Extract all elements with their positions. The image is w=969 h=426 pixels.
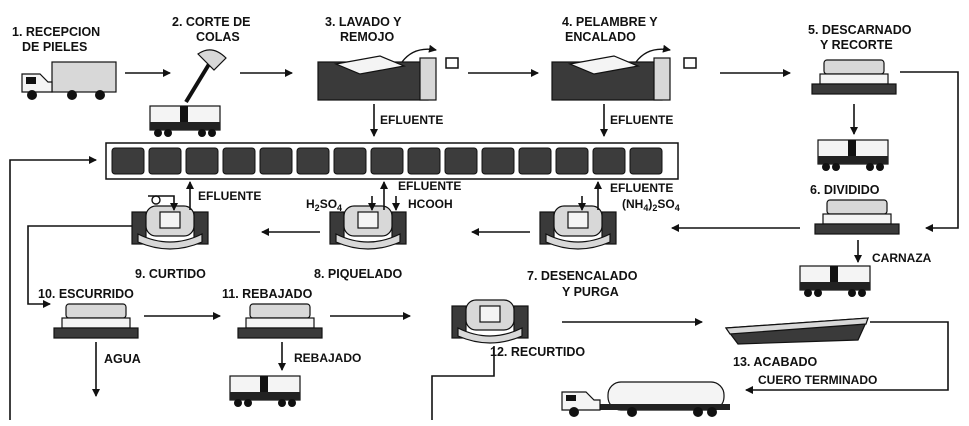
splitting-machine-icon bbox=[814, 199, 900, 235]
step-13-finishing: 13. ACABADO bbox=[724, 317, 869, 369]
step-3-label-line2: REMOJO bbox=[340, 30, 394, 44]
efluente-label-4: EFLUENTE bbox=[610, 113, 673, 127]
collector-cell bbox=[370, 147, 404, 175]
step-4-label-line1: 4. PELAMBRE Y bbox=[562, 15, 658, 29]
collector-cell bbox=[148, 147, 182, 175]
chem-h2so4: H2SO4 bbox=[306, 197, 342, 213]
washing-tank-icon bbox=[317, 44, 459, 101]
step-10-label: 10. ESCURRIDO bbox=[38, 287, 134, 301]
chem-hcooh: HCOOH bbox=[408, 197, 453, 211]
collector-cell bbox=[259, 147, 293, 175]
step-9-tanning: EFLUENTE 9. CURTIDO bbox=[131, 181, 261, 281]
agua-label: AGUA bbox=[104, 352, 141, 366]
step-11-label: 11. REBAJADO bbox=[222, 287, 313, 301]
collector-cell bbox=[555, 147, 589, 175]
collector-cell bbox=[296, 147, 330, 175]
step-1-reception: 1. RECEPCION DE PIELES bbox=[12, 25, 117, 100]
step-7-label-line2: Y PURGA bbox=[562, 285, 619, 299]
step-3-washing-soaking: 3. LAVADO Y REMOJO EFLUENTE bbox=[317, 15, 459, 137]
carnaza-label: CARNAZA bbox=[872, 251, 932, 265]
step-7-deliming-bating: EFLUENTE (NH4)2SO4 7. DESENCALADO Y PURG… bbox=[527, 181, 680, 299]
efluente-label-8: EFLUENTE bbox=[398, 179, 461, 193]
collector-cell bbox=[222, 147, 256, 175]
step-7-label-line1: 7. DESENCALADO bbox=[527, 269, 638, 283]
waste-trailer-icon-2 bbox=[149, 105, 221, 138]
collector-cell bbox=[629, 147, 663, 175]
deliming-drum-icon bbox=[539, 205, 617, 250]
step-10-sammying: 10. ESCURRIDO AGUA bbox=[38, 287, 141, 397]
collector-cell bbox=[185, 147, 219, 175]
delivery-truck-icon bbox=[21, 61, 117, 100]
carnaza-trailer-icon bbox=[799, 265, 871, 298]
cuero-terminado-label: CUERO TERMINADO bbox=[758, 373, 877, 387]
shaving-machine-icon bbox=[237, 303, 323, 339]
waste-trailer-icon-5 bbox=[817, 139, 889, 172]
collector-cell bbox=[407, 147, 441, 175]
step-6-label: 6. DIVIDIDO bbox=[810, 183, 880, 197]
step-2-tail-cutting: 2. CORTE DE COLAS bbox=[149, 15, 251, 138]
liming-tank-icon bbox=[551, 44, 697, 101]
step-12-retanning: 12. RECURTIDO bbox=[451, 299, 585, 359]
step-2-label-line2: COLAS bbox=[196, 30, 240, 44]
step-1-label-line1: 1. RECEPCION bbox=[12, 25, 100, 39]
sammying-machine-icon bbox=[53, 303, 139, 339]
step-11-shaving: 11. REBAJADO REBAJADO bbox=[222, 287, 361, 408]
efluente-label-7: EFLUENTE bbox=[610, 181, 673, 195]
axe-icon bbox=[184, 49, 227, 104]
step-4-label-line2: ENCALADO bbox=[565, 30, 636, 44]
step-8-pickling: EFLUENTE H2SO4 HCOOH 8. PIQUELADO bbox=[306, 179, 461, 281]
step-13-label: 13. ACABADO bbox=[733, 355, 818, 369]
collector-cell bbox=[592, 147, 626, 175]
fleshing-machine-icon bbox=[811, 59, 897, 95]
retanning-drum-icon bbox=[451, 299, 529, 344]
chem-nh4so4: (NH4)2SO4 bbox=[622, 197, 680, 213]
efluente-label-3: EFLUENTE bbox=[380, 113, 443, 127]
collector-cells bbox=[111, 147, 663, 175]
step-9-label: 9. CURTIDO bbox=[135, 267, 206, 281]
step-5-fleshing-trimming: 5. DESCARNADO Y RECORTE bbox=[808, 23, 912, 172]
tanker-truck-icon bbox=[561, 381, 730, 417]
step-2-label-line1: 2. CORTE DE bbox=[172, 15, 251, 29]
step-8-label: 8. PIQUELADO bbox=[314, 267, 402, 281]
step-6-splitting: 6. DIVIDIDO CARNAZA bbox=[799, 183, 932, 298]
collector-cell bbox=[481, 147, 515, 175]
efluente-label-9: EFLUENTE bbox=[198, 189, 261, 203]
collector-cell bbox=[518, 147, 552, 175]
shavings-trailer-icon bbox=[229, 375, 301, 408]
step-4-liming: 4. PELAMBRE Y ENCALADO EFLUENTE bbox=[551, 15, 697, 137]
step-3-label-line1: 3. LAVADO Y bbox=[325, 15, 402, 29]
step-5-label-line2: Y RECORTE bbox=[820, 38, 893, 52]
step-5-label-line1: 5. DESCARNADO bbox=[808, 23, 912, 37]
collector-cell bbox=[111, 147, 145, 175]
collector-cell bbox=[444, 147, 478, 175]
step-12-label: 12. RECURTIDO bbox=[490, 345, 585, 359]
tanning-drum-icon bbox=[131, 205, 209, 250]
collector-cell bbox=[333, 147, 367, 175]
step-1-label-line2: DE PIELES bbox=[22, 40, 87, 54]
rebajado-output-label: REBAJADO bbox=[294, 351, 361, 365]
